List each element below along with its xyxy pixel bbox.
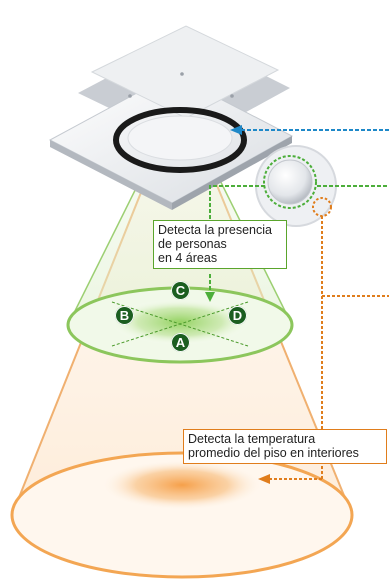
temperature-callout-line: Detecta la temperatura (188, 432, 316, 446)
presence-callout-line: Detecta la presencia (158, 223, 272, 237)
zone-d-label: D (228, 306, 247, 325)
sensor-zoom-illustration (255, 145, 337, 227)
presence-leader-lines (205, 185, 389, 302)
temperature-leader-lines (258, 216, 389, 484)
presence-callout-line: en 4 áreas (158, 251, 218, 265)
unit-pointer-arrow (230, 125, 389, 135)
presence-callout-line: de personas (158, 237, 227, 251)
presence-detection-callout: Detecta la presencia de personas en 4 ár… (153, 220, 287, 269)
ceiling-unit-illustration (48, 25, 294, 210)
zone-a-label: A (171, 333, 190, 352)
temperature-callout-line: promedio del piso en interiores (188, 446, 359, 460)
zone-c-label: C (171, 281, 190, 300)
zone-b-label: B (115, 306, 134, 325)
temperature-detection-callout: Detecta la temperatura promedio del piso… (183, 429, 387, 464)
